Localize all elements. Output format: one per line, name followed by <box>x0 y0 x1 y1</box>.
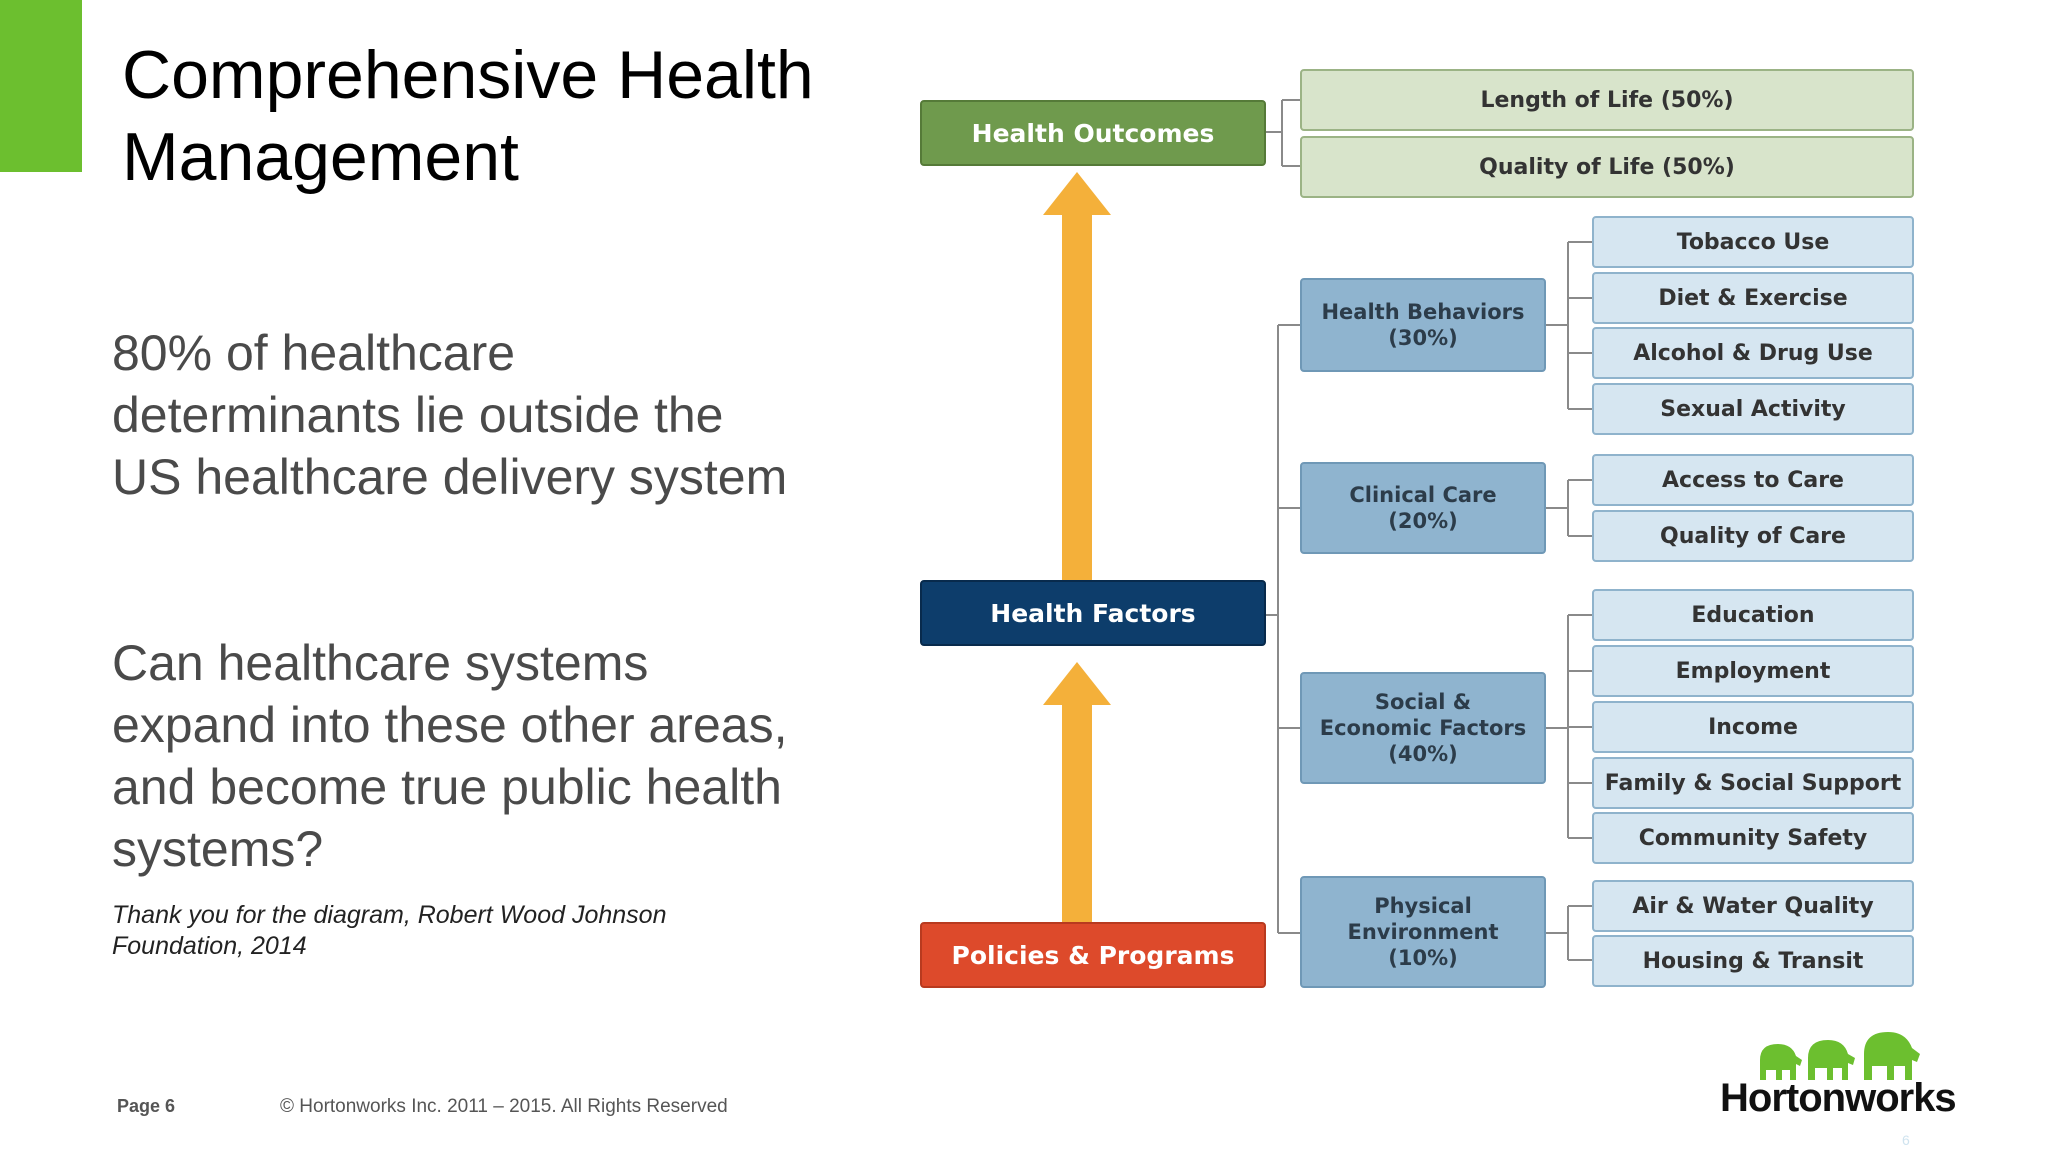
logo-wordmark: Hortonworks <box>1720 1076 1957 1120</box>
bracket-lines <box>1266 99 1592 961</box>
category-health-behaviors: Health Behaviors (30%) <box>1300 278 1546 372</box>
outcome-item: Length of Life (50%) <box>1300 69 1914 131</box>
factor-item: Education <box>1592 589 1914 641</box>
factor-item: Employment <box>1592 645 1914 697</box>
health-model-diagram: Health Outcomes Health Factors Policies … <box>900 60 1920 990</box>
factor-item: Community Safety <box>1592 812 1914 864</box>
category-physical-environment: Physical Environment (10%) <box>1300 876 1546 988</box>
page-number: 6 <box>1902 1132 1910 1148</box>
factor-item: Alcohol & Drug Use <box>1592 327 1914 379</box>
diagram-connectors <box>1043 99 1592 970</box>
health-outcomes-box: Health Outcomes <box>920 100 1266 166</box>
factor-item: Quality of Care <box>1592 510 1914 562</box>
factor-item: Diet & Exercise <box>1592 272 1914 324</box>
diagram-credit: Thank you for the diagram, Robert Wood J… <box>112 901 667 960</box>
health-factors-box: Health Factors <box>920 580 1266 646</box>
factor-item: Tobacco Use <box>1592 216 1914 268</box>
outcome-item: Quality of Life (50%) <box>1300 136 1914 198</box>
accent-bar <box>0 0 82 172</box>
category-social-economic: Social & Economic Factors (40%) <box>1300 672 1546 784</box>
category-clinical-care: Clinical Care (20%) <box>1300 462 1546 554</box>
factor-item: Family & Social Support <box>1592 757 1914 809</box>
hortonworks-logo: Hortonworks <box>1720 1030 1960 1120</box>
factor-item: Income <box>1592 701 1914 753</box>
elephants-icon <box>1760 1032 1920 1080</box>
up-arrow-upper <box>1043 172 1111 628</box>
factor-item: Sexual Activity <box>1592 383 1914 435</box>
slide-title: Comprehensive Health Management <box>122 37 814 195</box>
paragraph-determinants: 80% of healthcare determinants lie outsi… <box>112 325 788 505</box>
copyright-notice: © Hortonworks Inc. 2011 – 2015. All Righ… <box>280 1096 728 1117</box>
factor-item: Air & Water Quality <box>1592 880 1914 932</box>
policies-programs-box: Policies & Programs <box>920 922 1266 988</box>
factor-item: Access to Care <box>1592 454 1914 506</box>
page-label: Page 6 <box>117 1096 176 1116</box>
factor-item: Housing & Transit <box>1592 935 1914 987</box>
paragraph-question: Can healthcare systems expand into these… <box>112 635 788 877</box>
